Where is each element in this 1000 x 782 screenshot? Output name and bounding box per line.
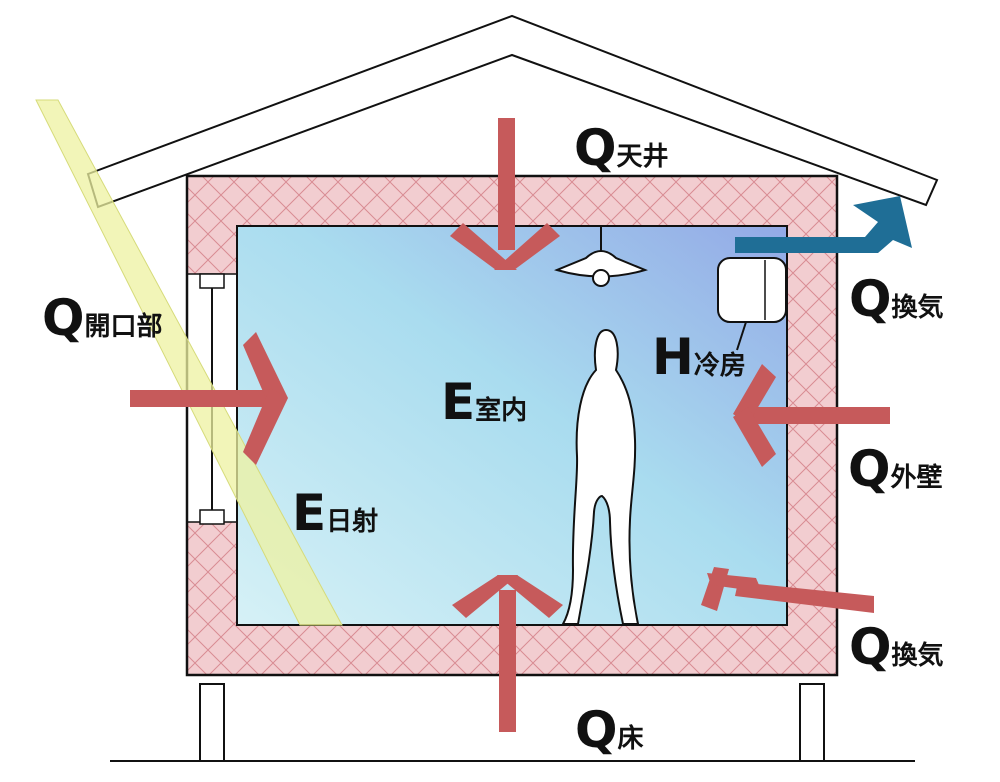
- label-q-outer-wall-main: Q: [848, 440, 891, 498]
- label-q-vent-in: Q換気: [849, 622, 944, 672]
- label-q-ceiling: Q天井: [574, 123, 669, 173]
- ceiling-lamp: [554, 226, 648, 287]
- foundation-post-left: [199, 683, 225, 762]
- arrow-ceiling-heat: [450, 118, 560, 270]
- label-h-cooling: H冷房: [652, 332, 746, 382]
- label-q-vent-in-sub: 換気: [891, 641, 944, 671]
- arrow-vent-out: [735, 196, 912, 253]
- label-q-opening-sub: 開口部: [84, 312, 163, 342]
- label-e-solar: E日射: [292, 488, 378, 538]
- wall-insulation-left-upper: [187, 176, 237, 274]
- arrow-floor-heat: [452, 575, 563, 732]
- label-q-outer-wall-sub: 外壁: [890, 463, 943, 493]
- wall-insulation-left-lower: [187, 522, 237, 675]
- label-q-opening: Q開口部: [42, 293, 163, 343]
- label-e-indoor: E室内: [441, 377, 527, 427]
- window-frame-top: [199, 273, 225, 289]
- label-q-vent-out: Q換気: [849, 274, 944, 324]
- foundation-post-right: [799, 683, 825, 762]
- label-e-indoor-main: E: [441, 373, 476, 431]
- window-frame-bottom: [199, 509, 225, 525]
- air-conditioner: [717, 257, 787, 351]
- label-q-vent-out-main: Q: [849, 270, 892, 328]
- person-silhouette: [561, 328, 640, 625]
- room-interior: [237, 226, 787, 625]
- sunbeam-outer: [35, 99, 343, 626]
- label-e-solar-sub: 日射: [326, 507, 379, 537]
- label-e-indoor-sub: 室内: [475, 396, 528, 426]
- label-h-cooling-main: H: [652, 328, 694, 386]
- sunbeam: [36, 100, 342, 625]
- label-e-solar-main: E: [292, 484, 327, 542]
- label-q-opening-main: Q: [42, 289, 85, 347]
- label-q-outer-wall: Q外壁: [848, 444, 943, 494]
- label-q-ceiling-sub: 天井: [616, 142, 669, 172]
- label-q-floor-main: Q: [575, 701, 618, 759]
- label-q-vent-out-sub: 換気: [891, 293, 944, 323]
- arrow-outer-wall-heat: [733, 364, 890, 467]
- label-q-vent-in-main: Q: [849, 618, 892, 676]
- label-h-cooling-sub: 冷房: [693, 351, 746, 381]
- label-q-floor-sub: 床: [617, 724, 644, 754]
- label-q-ceiling-main: Q: [574, 119, 617, 177]
- arrow-opening-heat: [130, 332, 288, 465]
- label-q-floor: Q床: [575, 705, 644, 755]
- arrow-vent-in-heat: [701, 567, 874, 613]
